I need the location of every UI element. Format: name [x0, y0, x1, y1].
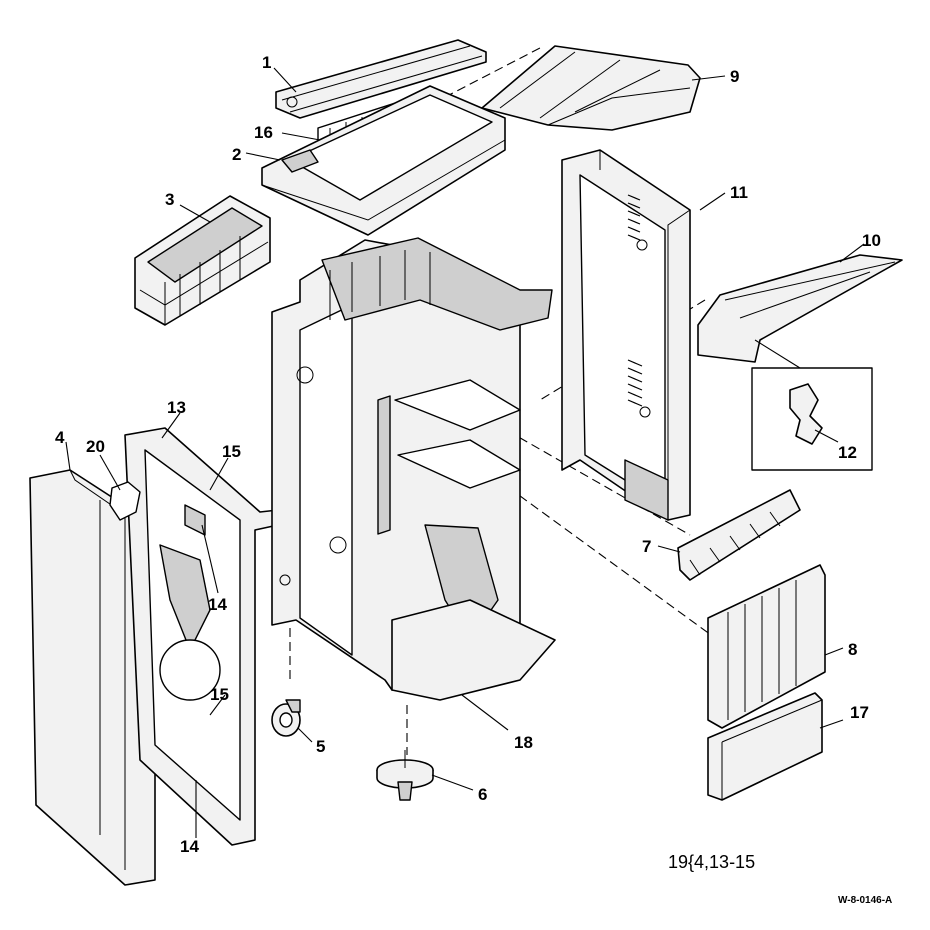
callout-15-lower: 15 [210, 685, 229, 704]
callout-8: 8 [848, 640, 857, 659]
callout-7: 7 [642, 537, 651, 556]
callout-15-upper: 15 [222, 442, 241, 461]
callout-4: 4 [55, 428, 65, 447]
part-1-top-guide [275, 39, 487, 119]
callout-2: 2 [232, 145, 241, 164]
leader-lines [65, 67, 865, 838]
callout-18: 18 [514, 733, 533, 752]
callout-12: 12 [838, 443, 857, 462]
part-6-foot [376, 750, 434, 801]
callout-5: 5 [316, 737, 325, 756]
part-9-exit-tray [481, 45, 701, 131]
part-17-lower-panel [707, 692, 823, 801]
callout-6: 6 [478, 785, 487, 804]
callout-10: 10 [862, 231, 881, 250]
callout-9: 9 [730, 67, 739, 86]
part-3-transport-assembly [134, 195, 271, 326]
callout-1: 1 [262, 53, 271, 72]
part-12-detail-box [751, 339, 873, 471]
callout-13: 13 [167, 398, 186, 417]
main-frame [271, 237, 556, 701]
part-8-panel [707, 564, 826, 729]
part-7-paddle-assembly [677, 489, 801, 581]
callout-16: 16 [254, 123, 273, 142]
part-13-front-frame [124, 427, 279, 846]
part-10-top-tray [697, 254, 903, 363]
callout-17: 17 [850, 703, 869, 722]
part-20-label [109, 481, 141, 521]
part-11-rear-cover [561, 149, 691, 521]
part-5-caster [271, 699, 301, 737]
part-2-top-cover [261, 85, 506, 236]
callout-3: 3 [165, 190, 174, 209]
figure-code: W-8-0146-A [838, 895, 892, 906]
callout-labels: 1 2 3 4 5 6 7 8 9 10 11 12 13 14 14 15 1… [55, 53, 881, 856]
callout-11: 11 [730, 183, 748, 202]
callout-14-upper: 14 [208, 595, 227, 614]
callout-20: 20 [86, 437, 105, 456]
callout-14-lower: 14 [180, 837, 199, 856]
kit-note: 19{4,13-15 [668, 852, 755, 872]
